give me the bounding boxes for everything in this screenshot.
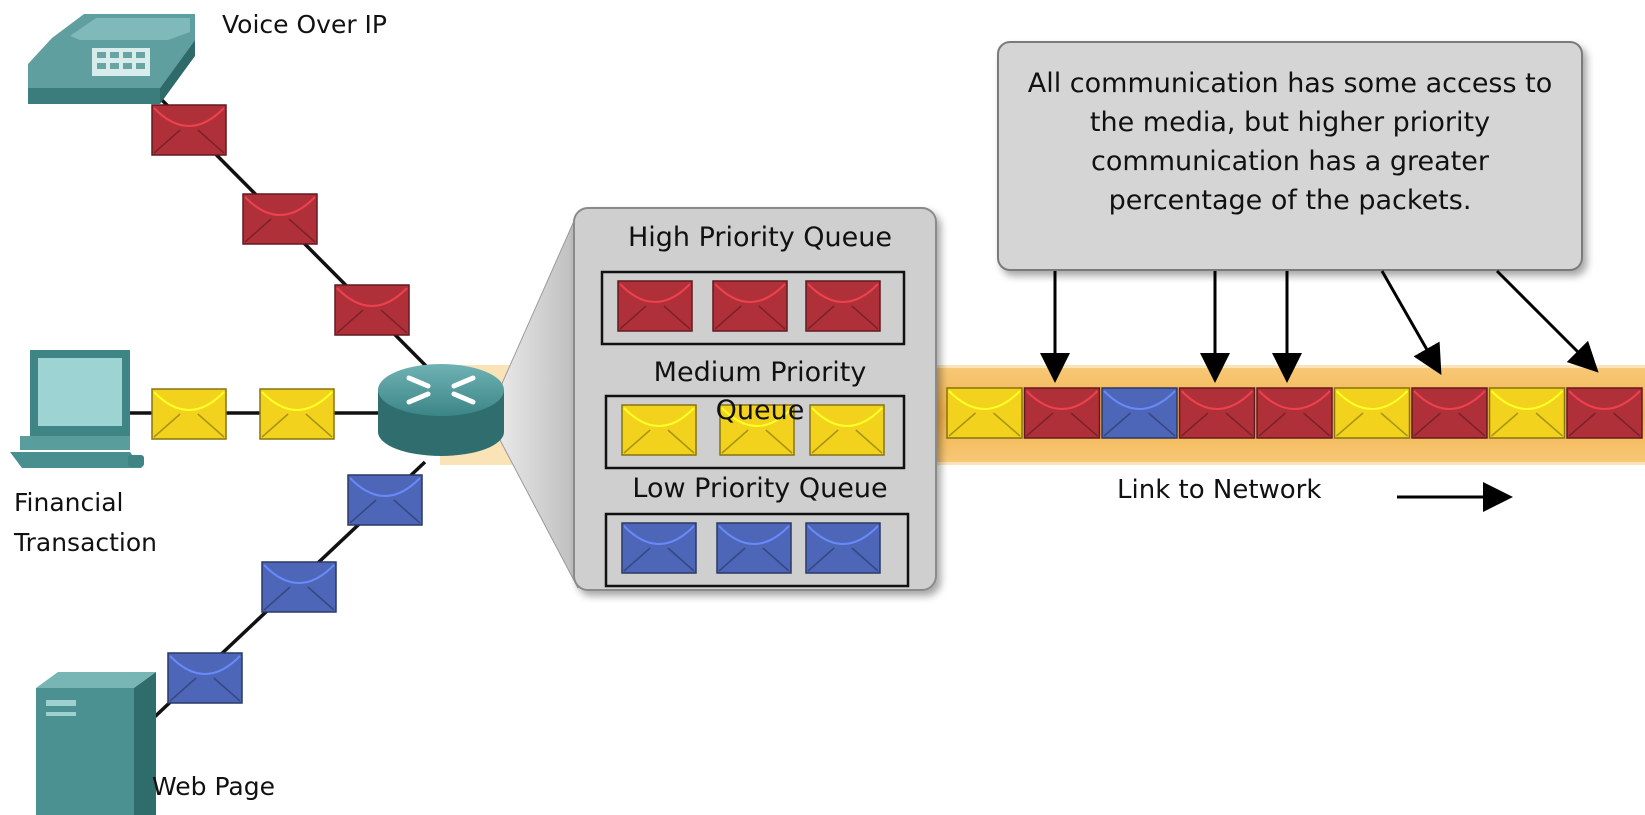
medium-queue-title-line1: Medium Priority — [653, 357, 867, 388]
financial-label-line1: Financial — [14, 488, 124, 517]
medium-priority-packet — [946, 387, 1023, 439]
callout-line: All communication has some access to — [1027, 68, 1553, 99]
low-priority-packet — [716, 522, 792, 574]
low-priority-packet — [621, 522, 697, 574]
financial-label-line2: Transaction — [14, 528, 158, 557]
medium-priority-packet — [259, 388, 335, 440]
low-priority-packet — [805, 522, 881, 574]
medium-priority-queue-title: Medium Priority Queue — [590, 354, 930, 430]
financial-transaction-label: Financial Transaction — [14, 483, 157, 563]
callout-line: the media, but higher priority — [1089, 107, 1491, 138]
high-priority-packet — [151, 104, 227, 156]
medium-priority-packet — [719, 404, 795, 456]
voip-label: Voice Over IP — [222, 10, 388, 39]
high-priority-packet — [617, 280, 693, 332]
zoom-cone — [499, 211, 579, 589]
computer-icon — [10, 350, 144, 468]
callout-line: percentage of the packets. — [1108, 185, 1472, 216]
high-priority-packet — [1256, 387, 1333, 439]
server-icon — [36, 672, 156, 815]
inbound-packets — [151, 104, 423, 704]
queue-panel — [573, 207, 937, 591]
high-priority-packet — [242, 193, 318, 245]
medium-queue-title-line2: Queue — [715, 395, 805, 426]
router-icon — [378, 364, 504, 456]
high-priority-packet — [712, 280, 788, 332]
callout-line: communication has a greater — [1091, 146, 1489, 177]
medium-priority-packet — [151, 388, 227, 440]
medium-priority-packet — [1333, 387, 1411, 439]
callout-arrow — [1495, 269, 1599, 373]
webpage-label: Web Page — [152, 772, 275, 801]
high-priority-packet — [1411, 387, 1488, 439]
high-priority-packet — [805, 280, 881, 332]
high-priority-packet — [1178, 387, 1256, 439]
low-priority-queue-title: Low Priority Queue — [632, 473, 888, 504]
callout-arrows — [1040, 269, 1599, 383]
queue-packets — [617, 280, 885, 574]
medium-priority-packet — [809, 404, 885, 456]
low-priority-packet — [347, 474, 423, 526]
low-priority-packet — [1101, 387, 1178, 439]
high-priority-packet — [1023, 387, 1101, 439]
medium-priority-packet — [1488, 387, 1566, 439]
link-to-network-label: Link to Network — [1117, 475, 1322, 505]
high-priority-packet — [334, 284, 410, 336]
medium-priority-packet — [621, 404, 697, 456]
callout-text: All communication has some access to the… — [995, 64, 1585, 220]
low-priority-packet — [167, 652, 243, 704]
high-priority-packet — [1566, 387, 1643, 439]
ip-phone-icon — [28, 14, 195, 104]
high-priority-queue-title: High Priority Queue — [627, 222, 892, 253]
low-priority-packet — [261, 561, 337, 613]
link-packets — [946, 387, 1643, 439]
callout-arrow — [1380, 270, 1442, 376]
callout-box — [997, 41, 1583, 271]
